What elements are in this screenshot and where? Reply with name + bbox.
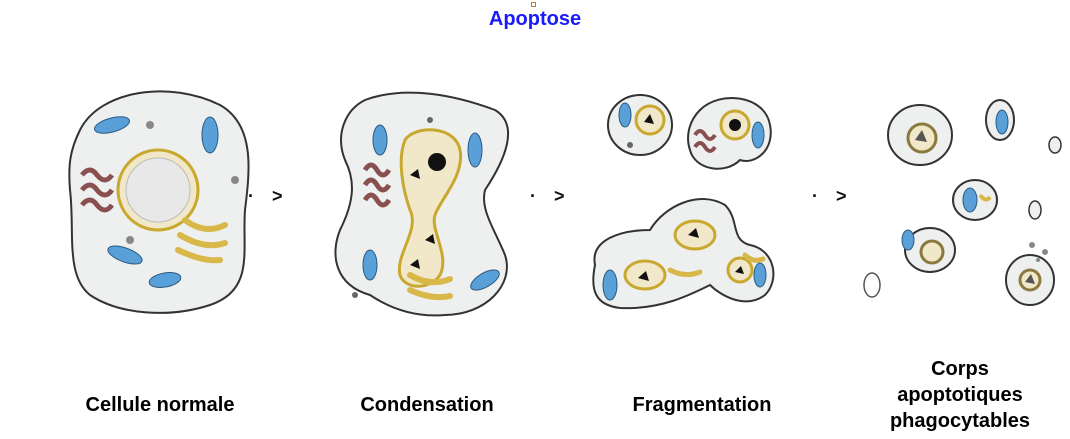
arrow-3: ·> [812, 186, 847, 207]
label-fragmentation: Fragmentation [587, 392, 817, 418]
apoptotic-bodies-illustration [860, 80, 1065, 320]
arrow-1: ·> [248, 186, 283, 207]
stage-apoptotic-bodies [860, 80, 1065, 320]
normal-cell-illustration [60, 80, 260, 320]
stage-normal-cell [60, 80, 260, 320]
marker-square [531, 2, 536, 7]
label-normal-cell: Cellule normale [40, 392, 280, 418]
stage-condensation [325, 80, 525, 330]
label-line-2: apoptotiques [850, 382, 1070, 408]
arrow-2: ·> [530, 186, 565, 207]
stage-fragmentation [580, 80, 790, 330]
diagram-title: Apoptose [0, 8, 1070, 31]
fragmentation-illustration [580, 80, 790, 330]
label-line-1: Corps [850, 356, 1070, 382]
label-condensation: Condensation [312, 392, 542, 418]
label-line-3: phagocytables [850, 408, 1070, 434]
label-apoptotic-bodies: Corps apoptotiques phagocytables [850, 356, 1070, 434]
condensation-illustration [325, 80, 525, 330]
